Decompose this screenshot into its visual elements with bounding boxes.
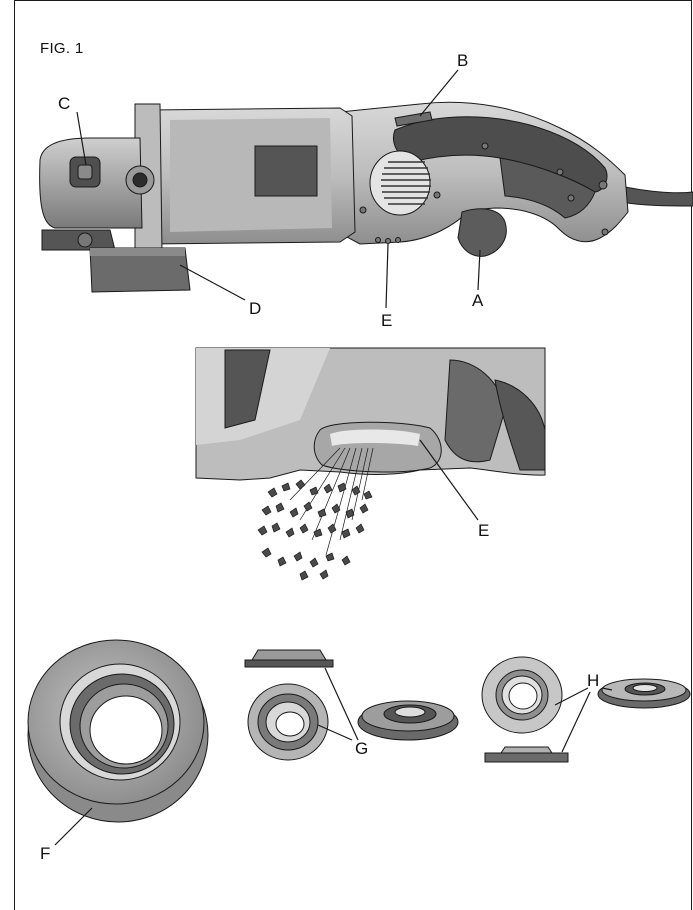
flange-h — [481, 656, 691, 763]
label-g: G — [355, 739, 369, 758]
label-a: A — [472, 291, 484, 310]
screws — [359, 142, 609, 236]
label-d: D — [249, 299, 262, 318]
label-h: H — [587, 671, 600, 690]
dust-ejection-detail — [195, 347, 546, 481]
flange-g — [244, 649, 459, 761]
motor-window — [254, 145, 318, 197]
slide-switch — [394, 111, 433, 127]
label-f: F — [40, 844, 51, 863]
dust-ejection-vents — [375, 237, 401, 244]
air-vents — [369, 150, 431, 216]
angle-grinder — [39, 101, 693, 293]
leader-line-detail — [419, 439, 479, 521]
label-e-detail: E — [478, 521, 490, 540]
leader-lines-main — [76, 69, 481, 309]
leader-lines-flanges — [54, 667, 613, 846]
paddle-switch — [457, 208, 507, 257]
flange-f — [27, 639, 209, 823]
figure-title: FIG. 1 — [40, 40, 84, 57]
label-c: C — [58, 94, 71, 113]
power-cord — [619, 185, 693, 207]
label-e-main: E — [381, 311, 393, 330]
label-b: B — [457, 51, 469, 70]
dust-particles — [257, 447, 374, 581]
page-frame — [14, 0, 692, 910]
